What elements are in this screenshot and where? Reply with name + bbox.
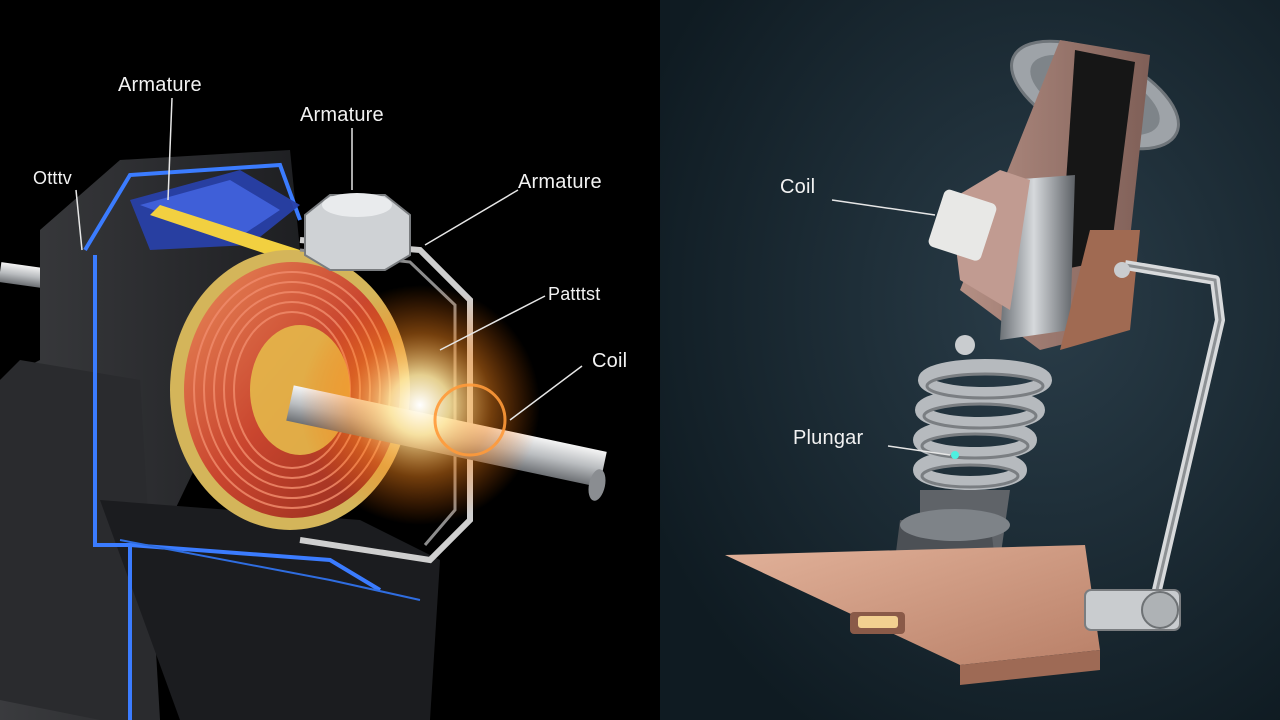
left-leader-lines bbox=[75, 97, 583, 421]
right-leader-lines bbox=[831, 199, 951, 456]
left-solenoid bbox=[0, 150, 607, 720]
label-plunger: Plungar bbox=[793, 427, 864, 449]
right-solenoid bbox=[725, 39, 1225, 685]
label-armature-top-center: Armature bbox=[300, 104, 384, 126]
label-outlet: Otttv bbox=[33, 168, 73, 188]
label-armature-right: Armature bbox=[518, 171, 602, 193]
label-coil-right: Coil bbox=[780, 176, 816, 198]
label-coil-left: Coil bbox=[592, 350, 628, 372]
label-armature-top-left: Armature bbox=[118, 74, 202, 96]
label-partial: Patttst bbox=[548, 284, 601, 304]
